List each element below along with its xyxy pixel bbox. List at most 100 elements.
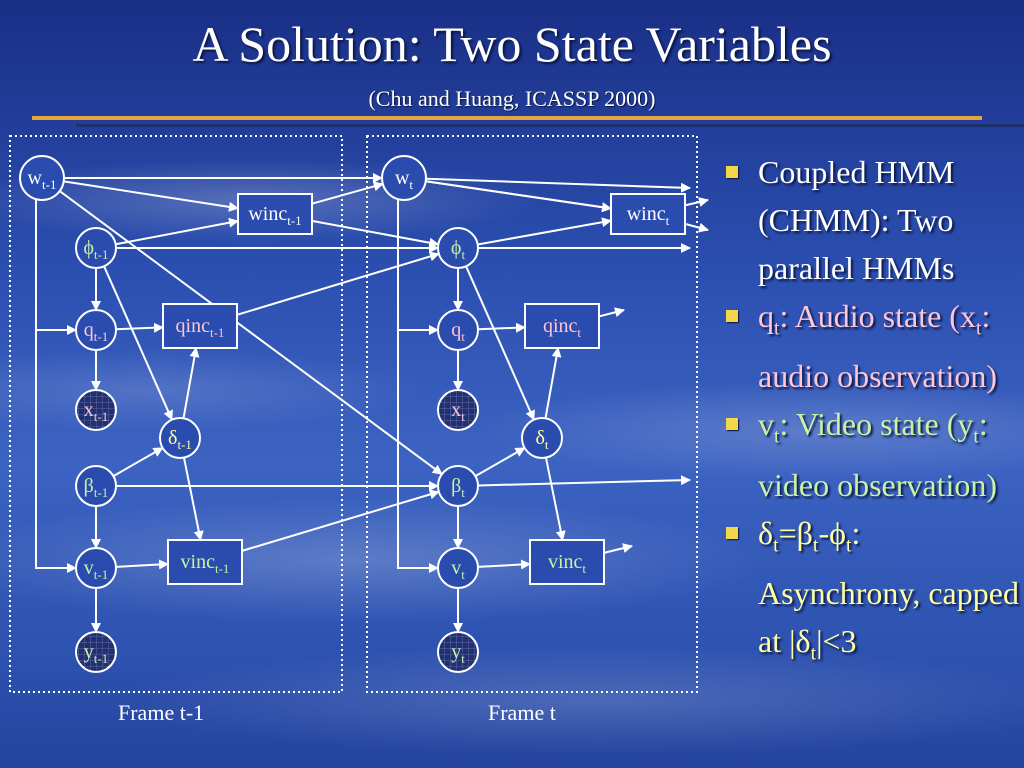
node-label: βt-1 — [84, 475, 109, 500]
node-beta-t-1: βt-1 — [75, 465, 117, 507]
bullet-square-icon — [726, 526, 738, 539]
node-shape — [167, 539, 243, 585]
node-vinc-t-1: vinct-1 — [167, 539, 243, 585]
edge-delta-vinc — [544, 457, 566, 541]
node-label: vt — [451, 557, 465, 582]
edge-v-vinc — [115, 559, 169, 570]
node-shape — [75, 631, 117, 673]
bullet-square-icon — [726, 310, 738, 322]
node-shape — [75, 389, 117, 431]
nodes: wt-1 ϕt-1 qt-1 xt-1 δt-1 βt-1 vt-1 yt-1 winct-1 q… — [19, 155, 686, 673]
node-shape — [162, 303, 238, 349]
node-shape — [381, 155, 427, 201]
edge-q-qinc — [115, 322, 164, 333]
edge-beta-out — [477, 475, 691, 487]
node-phi-t: ϕt — [437, 227, 479, 269]
node-qinc-t: qinct — [524, 303, 600, 349]
node-delta-t-1: δt-1 — [159, 417, 201, 459]
edge-w-q — [35, 198, 77, 335]
node-shape — [159, 417, 201, 459]
node-phi-t-1: ϕt-1 — [75, 227, 117, 269]
edges — [35, 173, 709, 633]
node-shape — [524, 303, 600, 349]
node-label: qinct — [543, 315, 581, 340]
edge-q-qinc — [477, 322, 526, 333]
node-label: wt — [395, 167, 413, 192]
node-beta-t: βt — [437, 465, 479, 507]
edge-vinc-out — [603, 543, 633, 554]
edge-delta-qinc — [182, 347, 200, 419]
node-shape — [75, 227, 117, 269]
node-label: winct — [627, 203, 670, 228]
edge-beta-delta — [474, 447, 526, 477]
frame-label-t-1: Frame t-1 — [118, 700, 205, 725]
node-shape — [521, 417, 563, 459]
node-label: ϕt — [451, 237, 466, 262]
node-label: ϕt-1 — [84, 237, 109, 262]
node-shape — [437, 309, 479, 351]
node-shape — [237, 193, 313, 235]
node-label: qt — [451, 319, 465, 344]
edge-winc-out-down — [684, 222, 709, 233]
node-q-t: qt — [437, 309, 479, 351]
node-shape — [437, 547, 479, 589]
bullet-square-icon — [726, 418, 738, 431]
node-label: wt-1 — [28, 167, 57, 192]
node-vinc-t: vinct — [529, 539, 605, 585]
node-label: vinct-1 — [181, 551, 230, 576]
node-y-t: yt — [437, 631, 479, 673]
edge-w-v — [397, 330, 439, 573]
node-label: xt-1 — [84, 399, 108, 424]
node-q-t-1: qt-1 — [75, 309, 117, 351]
node-label: xt — [451, 399, 465, 424]
frame-label-t: Frame t — [488, 700, 556, 725]
node-v-t: vt — [437, 547, 479, 589]
edge-winc-prev-phi — [311, 219, 440, 248]
node-label: winct-1 — [248, 203, 301, 228]
edge-winc-out-up — [684, 197, 709, 207]
edge-delta-vinc — [182, 457, 204, 541]
frame-box-t — [366, 135, 698, 693]
bullet-item: δt=βt-ϕt: Asynchrony, capped at |δt|<3 — [722, 509, 1022, 678]
node-label: yt — [451, 641, 465, 666]
node-label: vinct — [548, 551, 586, 576]
edge-w-winc-t — [425, 180, 612, 213]
node-label: qt-1 — [84, 319, 108, 344]
node-label: qinct-1 — [176, 315, 225, 340]
node-y-t-1: yt-1 — [75, 631, 117, 673]
node-x-t: xt — [437, 389, 479, 431]
node-shape — [529, 539, 605, 585]
node-x-t-1: xt-1 — [75, 389, 117, 431]
bullet-item: qt: Audio state (xt: audio observation) — [722, 292, 1022, 400]
edge-vinc-prev-beta — [241, 489, 440, 552]
edge-phi-winc — [477, 217, 612, 246]
edge-w-winc — [63, 180, 239, 212]
node-shape — [75, 465, 117, 507]
frame-boxes — [9, 135, 698, 693]
node-shape — [19, 155, 65, 201]
bullet-square-icon — [726, 166, 738, 178]
node-label: βt — [451, 475, 465, 500]
node-w-t-1: wt-1 — [19, 155, 65, 201]
edge-winc-prev-w — [311, 181, 384, 205]
bullet-item: vt: Video state (yt: video observation) — [722, 400, 1022, 508]
edge-qinc-prev-phi — [236, 251, 440, 316]
title-underline-shadow — [76, 124, 1024, 127]
node-v-t-1: vt-1 — [75, 547, 117, 589]
node-shape — [610, 193, 686, 235]
edge-phi-delta — [465, 265, 535, 421]
edge-w-out — [425, 177, 691, 193]
node-winc-t-1: winct-1 — [237, 193, 313, 235]
node-label: vt-1 — [84, 557, 108, 582]
node-shape — [437, 227, 479, 269]
frame-box-t-1 — [9, 135, 343, 693]
node-label: yt-1 — [84, 641, 108, 666]
node-shape — [437, 465, 479, 507]
title-underline — [32, 116, 982, 120]
node-delta-t: δt — [521, 417, 563, 459]
slide-title: A Solution: Two State Variables — [192, 16, 832, 72]
edge-w-prev-beta — [59, 190, 443, 475]
node-shape — [75, 547, 117, 589]
